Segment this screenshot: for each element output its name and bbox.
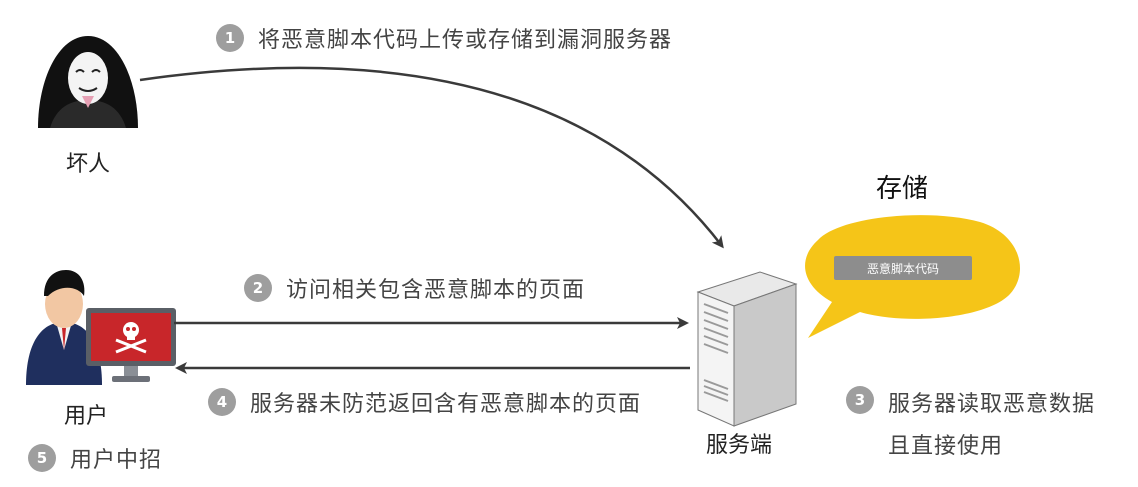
attacker-icon <box>38 36 138 128</box>
step-3-text-line2: 且直接使用 <box>888 434 1004 459</box>
server-label: 服务端 <box>706 433 773 458</box>
server-icon <box>696 271 798 427</box>
step-1-text: 将恶意脚本代码上传或存储到漏洞服务器 <box>258 28 673 53</box>
step-2-text: 访问相关包含恶意脚本的页面 <box>286 278 586 303</box>
step-5: 5 用户中招 <box>28 442 162 474</box>
step-1: 1 将恶意脚本代码上传或存储到漏洞服务器 <box>216 22 672 54</box>
arrow-attacker-to-server <box>139 66 724 249</box>
step-4: 4 服务器未防范返回含有恶意脚本的页面 <box>208 386 641 418</box>
user-label: 用户 <box>64 404 109 429</box>
step-3-text-block: 服务器读取恶意数据 且直接使用 <box>888 386 1095 460</box>
step-3-badge: 3 <box>846 386 874 414</box>
step-4-badge: 4 <box>208 388 236 416</box>
malicious-code-chip: 恶意脚本代码 <box>834 256 972 280</box>
step-1-badge: 1 <box>216 24 244 52</box>
storage-label: 存储 <box>876 174 929 204</box>
attacker-label: 坏人 <box>66 152 111 177</box>
user-icon <box>26 270 102 385</box>
step-2-badge: 2 <box>244 274 272 302</box>
step-5-text: 用户中招 <box>70 448 163 473</box>
monitor-icon <box>86 308 176 382</box>
step-4-text: 服务器未防范返回含有恶意脚本的页面 <box>250 392 642 417</box>
step-3: 3 服务器读取恶意数据 且直接使用 <box>846 386 1095 460</box>
step-3-text-line1: 服务器读取恶意数据 <box>888 392 1096 417</box>
step-5-badge: 5 <box>28 444 56 472</box>
step-2: 2 访问相关包含恶意脚本的页面 <box>244 272 585 304</box>
